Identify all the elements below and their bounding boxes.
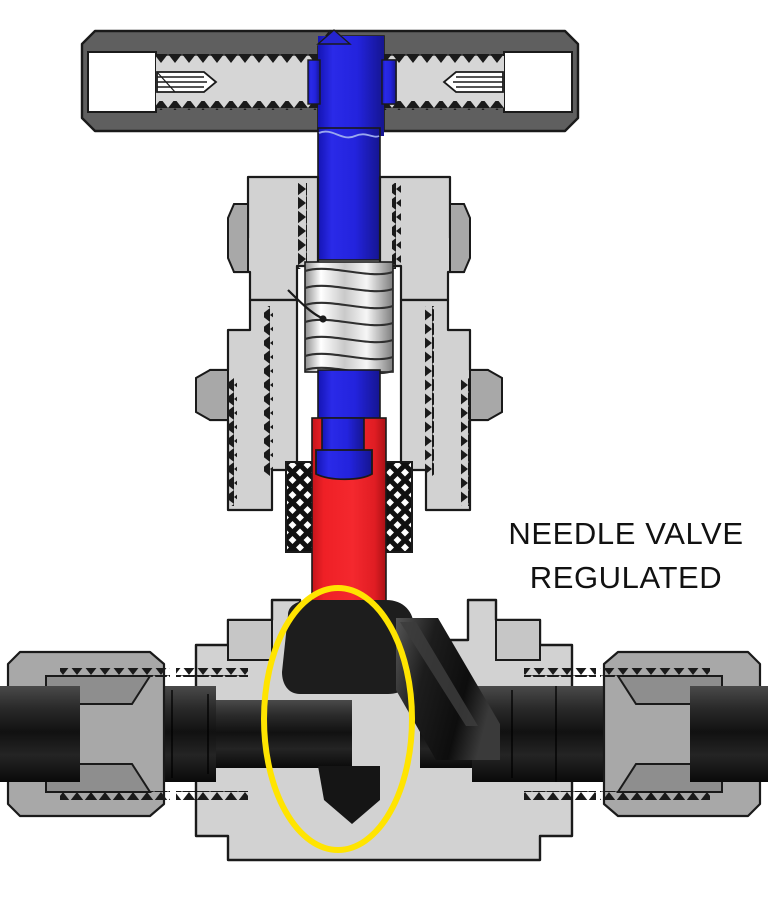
fitting-left-thread-bottom [60, 791, 170, 800]
valve-body-assembly [0, 598, 768, 862]
body-neck-left [227, 619, 273, 661]
seat-mouth [318, 766, 380, 824]
stem-lower [317, 369, 381, 423]
stem-tip-collar [315, 449, 373, 481]
bonnet-ext-thread-left [264, 306, 273, 476]
handle-thread-right-bottom [368, 101, 504, 110]
handle-thread-left-bottom [156, 101, 322, 110]
handle-thread-left-top [156, 54, 322, 63]
body-thread-left-bottom [176, 791, 248, 800]
stem-screw-start-dot [319, 315, 327, 323]
stem-through-handle [318, 36, 384, 136]
highlight-ellipse [261, 585, 415, 853]
bonnet-flat-left [195, 369, 229, 421]
valve-stem-assembly [317, 127, 381, 261]
stem-tip-neck [321, 417, 365, 453]
handle-thread-right-top [368, 54, 504, 63]
outlet-tube-front [690, 686, 768, 782]
fitting-right-thread-bottom [600, 791, 710, 800]
stem-upper [317, 127, 381, 261]
callout-label-line-1: NEEDLE VALVE [508, 516, 744, 551]
gland-thread-left [298, 183, 307, 269]
handle-set-screw-right [442, 71, 504, 93]
stem-cap-peak [316, 29, 352, 45]
callout-label-line-2: REGULATED [529, 560, 723, 595]
t-handle-assembly [80, 29, 580, 136]
body-thread-right-bottom [524, 791, 596, 800]
bonnet-flat-right [469, 369, 503, 421]
gland-wing-right [449, 203, 471, 273]
gland-thread-right [392, 183, 401, 269]
seat-chamber [282, 600, 414, 694]
bonnet-body-thread-right [461, 378, 470, 506]
stem-shoulder-right [381, 59, 397, 105]
stem-break-line [318, 130, 380, 139]
bonnet-assembly [195, 175, 503, 553]
stem-shoulder-left [307, 59, 321, 105]
stem-screw-start-mark [287, 289, 323, 320]
handle-cavity-left [87, 51, 157, 113]
angled-passage-highlight [400, 622, 478, 726]
handle-cavity-right [503, 51, 573, 113]
body-neck-right [495, 619, 541, 661]
inlet-tube-front [0, 686, 80, 782]
body-thread-right-top [524, 668, 596, 677]
body-thread-left-top [176, 668, 248, 677]
fitting-left-thread-top [60, 668, 170, 677]
fitting-right-thread-top [600, 668, 710, 677]
bonnet-ext-thread-right [425, 306, 434, 476]
callout-label: NEEDLE VALVE REGULATED [494, 512, 758, 600]
handle-set-screw-left [156, 71, 218, 93]
bonnet-body-thread-left [228, 378, 237, 506]
gland-wing-left [227, 203, 249, 273]
